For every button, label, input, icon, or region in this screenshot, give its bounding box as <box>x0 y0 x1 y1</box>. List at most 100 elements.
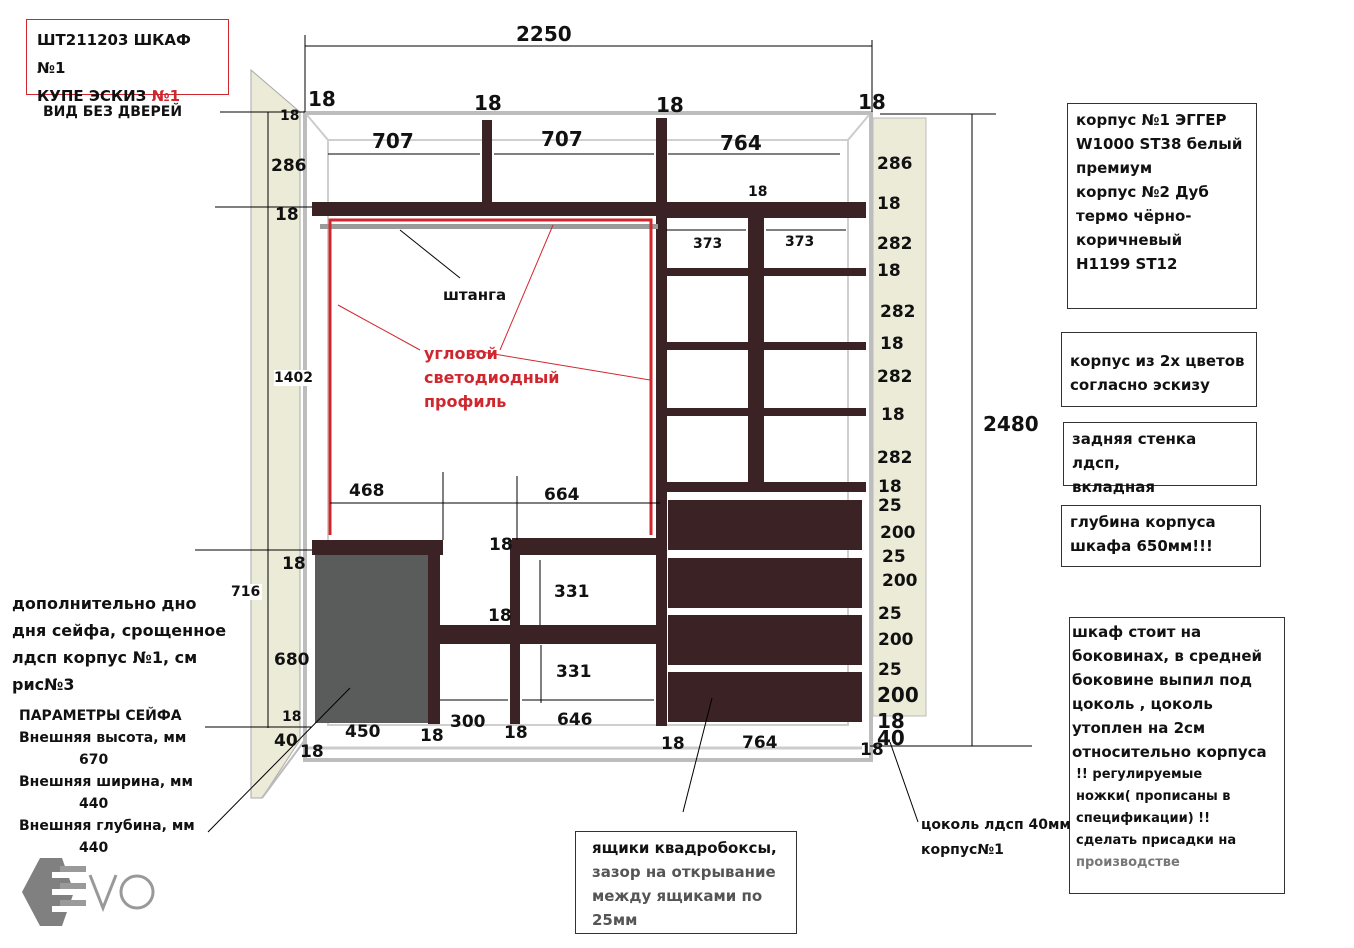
note-line: 670 <box>79 752 109 768</box>
note-line: глубина корпуса <box>1070 513 1216 531</box>
dim-label: 18 <box>282 709 302 725</box>
dim-label: 707 <box>372 129 414 153</box>
evo-logo <box>22 858 155 926</box>
dim-label: 282 <box>877 448 913 468</box>
note-line: ящики квадробоксы, <box>592 839 777 857</box>
dim-label: 18 <box>877 709 905 733</box>
back-wall-note: задняя стенка лдсп, вкладная <box>1063 422 1257 496</box>
dim-label: 18 <box>656 93 684 117</box>
dimension-lines <box>195 35 1032 833</box>
view-label: ВИД БЕЗ ДВЕРЕЙ <box>43 104 183 120</box>
depth-note: глубина корпуса шкафа 650мм!!! <box>1061 505 1261 567</box>
dim-label: 18 <box>474 91 502 115</box>
dim-label: 764 <box>742 733 778 753</box>
dim-label: 18 <box>878 477 902 497</box>
dim-label: 764 <box>720 131 762 155</box>
note-line: боковинах, в средней <box>1072 647 1263 665</box>
dim-label: 18 <box>489 535 513 555</box>
note-line: рис№3 <box>12 675 75 694</box>
note-line: согласно эскизу <box>1070 376 1210 394</box>
plinth-note: цоколь лдсп 40мм корпус№1 <box>921 813 1071 863</box>
dim-label: 25 <box>878 604 902 624</box>
dim-label: 18 <box>504 723 528 743</box>
dim-label: 331 <box>554 582 590 602</box>
note-line: 440 <box>79 840 109 856</box>
dim-label: 18 <box>275 205 299 225</box>
note-line: ножки( прописаны в <box>1076 789 1231 804</box>
dim-label: 25 <box>882 547 906 567</box>
note-line: боковине выпил под <box>1072 671 1252 689</box>
note-line: угловой <box>424 344 498 363</box>
note-line: дополнительно дно <box>12 594 197 613</box>
note-line: сделать присадки на <box>1076 833 1237 848</box>
note-line: цоколь лдсп 40мм <box>921 817 1071 833</box>
dim-label: 646 <box>557 710 593 730</box>
sketch-number: №1 <box>151 87 181 105</box>
dim-label: 2250 <box>516 22 572 46</box>
drawer <box>668 672 862 722</box>
drawers-note: ящики квадробоксы, зазор на открывание меж… <box>575 831 797 934</box>
dim-label: 200 <box>877 683 919 707</box>
note-line: Внешняя высота, мм <box>19 730 187 746</box>
dim-label: 18 <box>661 734 685 754</box>
note-line: корпус№1 <box>921 842 1004 858</box>
title-line1: ШТ211203 ШКАФ №1 <box>37 31 191 77</box>
safe-params-title: ПАРАМЕТРЫ СЕЙФА <box>19 708 182 724</box>
dim-label: 286 <box>877 154 913 174</box>
dim-label: 200 <box>882 571 918 591</box>
dim-label: 282 <box>877 367 913 387</box>
dim-label: 664 <box>544 485 580 505</box>
dim-label: 450 <box>345 722 381 742</box>
drawer <box>668 558 862 608</box>
dim-label: 18 <box>877 194 901 214</box>
note-line: премиум <box>1076 159 1153 177</box>
wood-parts <box>312 118 866 726</box>
note-line: вкладная <box>1072 478 1156 496</box>
note-line: зазор на открывание <box>592 863 776 881</box>
note-line: спецификации) !! <box>1076 811 1211 826</box>
note-line: цоколь , цоколь <box>1072 695 1213 713</box>
dim-label: 25 <box>878 496 902 516</box>
right-side-panel <box>872 117 927 717</box>
dim-label: 282 <box>877 234 913 254</box>
dim-label: 18 <box>877 261 901 281</box>
dim-label: 286 <box>271 156 307 176</box>
dim-label: 18 <box>488 606 512 626</box>
dim-label: 25 <box>878 660 902 680</box>
title-line2: КУПЕ ЭСКИЗ <box>37 87 152 105</box>
dim-label: 40 <box>877 726 905 750</box>
safe-params: ПАРАМЕТРЫ СЕЙФА Внешняя высота, мм 670 Вн… <box>19 705 195 859</box>
note-line: корпус из 2х цветов <box>1070 352 1245 370</box>
note-line: !! регулируемые <box>1076 767 1203 782</box>
note-line: задняя стенка лдсп, <box>1072 430 1197 472</box>
dim-label: 373 <box>785 234 815 250</box>
safe <box>315 555 428 723</box>
note-line: шкафа 650мм!!! <box>1070 537 1213 555</box>
dim-label: 18 <box>858 90 886 114</box>
dim-label: 40 <box>274 731 298 751</box>
dim-label: 707 <box>541 127 583 151</box>
dim-label: 300 <box>450 712 486 732</box>
dim-label: 18 <box>420 726 444 746</box>
note-line: относительно корпуса <box>1072 743 1267 761</box>
note-line: H1199 ST12 <box>1076 255 1178 273</box>
note-line: корпус №2 Дуб <box>1076 183 1209 201</box>
dim-label: 18 <box>860 740 884 760</box>
note-line: шкаф стоит на <box>1072 623 1202 641</box>
note-line: между ящиками по <box>592 887 763 905</box>
note-line: светодиодный <box>424 368 560 387</box>
carcass-outline <box>303 111 873 762</box>
dim-label: 18 <box>308 87 336 111</box>
dim-label: 18 <box>300 742 324 762</box>
note-line: 25мм <box>592 911 638 929</box>
drawer <box>668 615 862 665</box>
dim-label: 18 <box>881 405 905 425</box>
note-line: дня сейфа, срощенное <box>12 621 227 640</box>
dim-label: 200 <box>880 523 916 543</box>
note-line: Внешняя ширина, мм <box>19 774 193 790</box>
note-line: термо чёрно- <box>1076 207 1192 225</box>
note-line: утоплен на 2см <box>1072 719 1206 737</box>
